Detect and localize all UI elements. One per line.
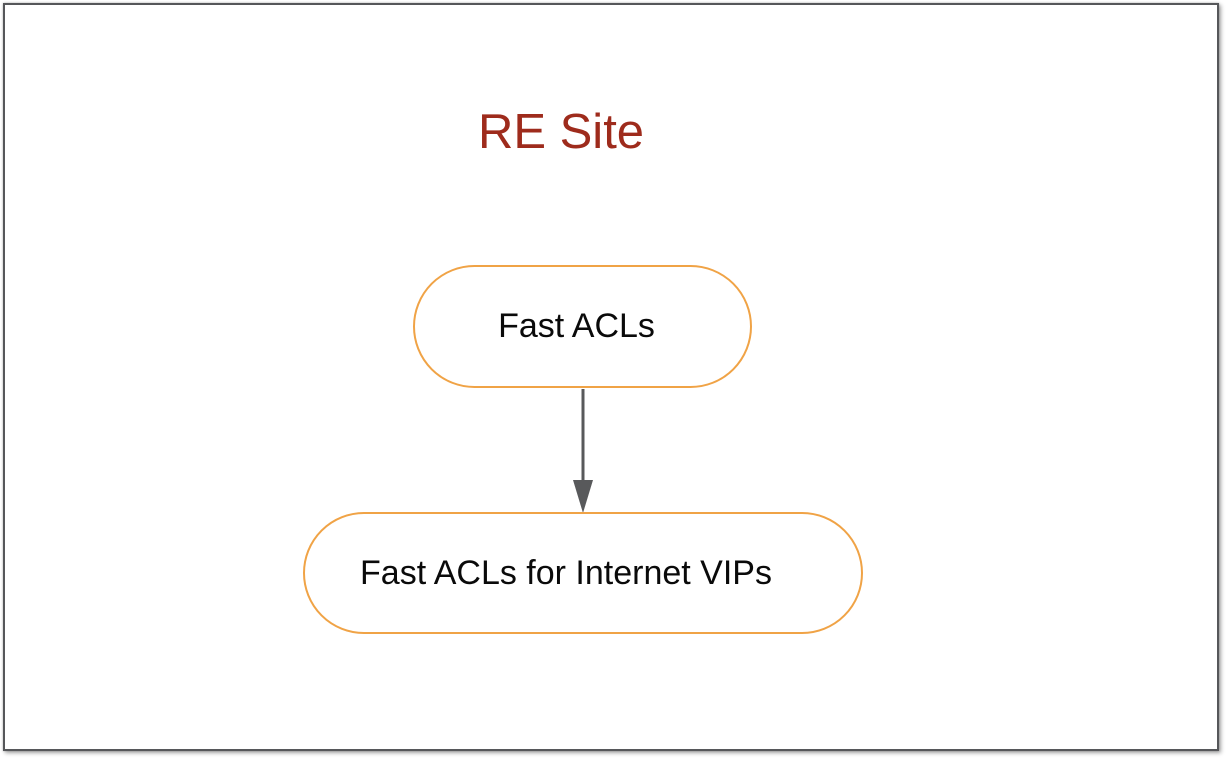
node-fast-acls-label: Fast ACLs [498,307,655,345]
arrowhead-icon [573,480,593,513]
node-fast-acls-for-internet-vips[interactable]: Fast ACLs for Internet VIPs [303,512,863,634]
connector-arrow-down[interactable] [560,388,606,516]
diagram-title: RE Site [477,105,645,159]
node-fast-acls[interactable]: Fast ACLs [413,265,752,388]
node-fast-acls-for-internet-vips-label: Fast ACLs for Internet VIPs [360,553,772,592]
